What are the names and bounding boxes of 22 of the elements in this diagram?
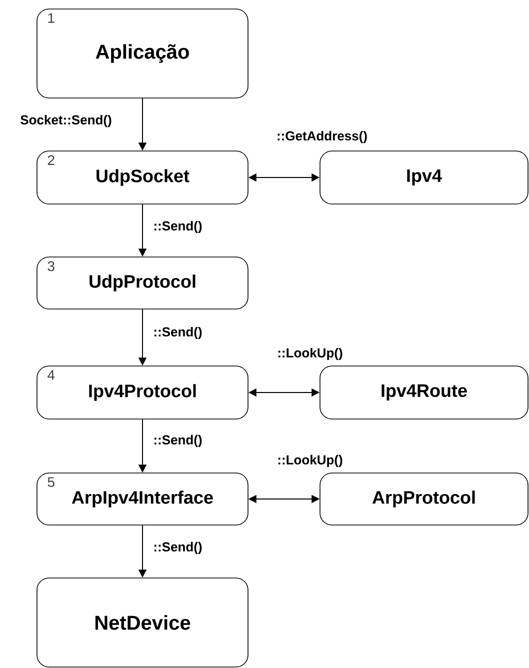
process-box: UdpSocket 2 <box>36 150 248 204</box>
process-box: UdpProtocol 3 <box>36 256 248 310</box>
process-box: ArpProtocol <box>320 472 528 526</box>
process-box: Aplicação 1 <box>36 8 248 98</box>
step-number: 5 <box>48 477 54 487</box>
process-box: Ipv4Route <box>320 366 528 420</box>
edge-label: ::Send() <box>154 326 202 340</box>
process-box: Ipv4Protocol 4 <box>36 366 248 420</box>
step-number: 3 <box>48 261 54 272</box>
process-box: Ipv4 <box>320 150 528 204</box>
edge-label: ::Send() <box>154 542 202 554</box>
step-number: 1 <box>48 13 54 23</box>
step-number: 2 <box>48 155 54 165</box>
edge-label: ::Send() <box>154 220 202 234</box>
process-box: NetDevice <box>36 578 248 668</box>
edge-label: ::GetAddress() <box>278 130 367 144</box>
edge-label: Socket::Send() <box>20 114 112 128</box>
step-number: 4 <box>48 370 55 380</box>
edge-label: ::LookUp() <box>278 454 342 468</box>
edge-label: ::LookUp() <box>278 348 342 360</box>
edge-label: ::Send() <box>154 434 202 448</box>
process-box: ArpIpv4Interface 5 <box>36 472 248 526</box>
